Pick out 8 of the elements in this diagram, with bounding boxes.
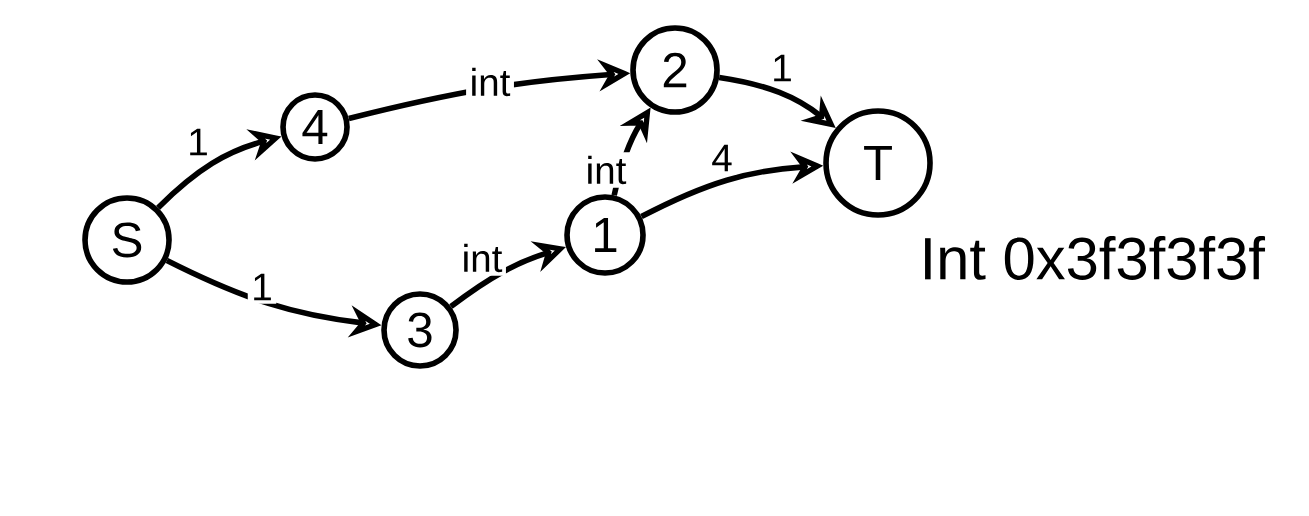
edge-label: 1 bbox=[247, 270, 277, 304]
edge-label: int bbox=[582, 152, 630, 188]
edge-label: 1 bbox=[767, 51, 797, 85]
edge-label: 1 bbox=[183, 125, 213, 159]
note-text: Int 0x3f3f3f3f bbox=[925, 236, 1266, 280]
edge-label: int bbox=[458, 240, 506, 276]
edge-label: int bbox=[466, 64, 514, 100]
edge-label: 4 bbox=[707, 141, 737, 175]
